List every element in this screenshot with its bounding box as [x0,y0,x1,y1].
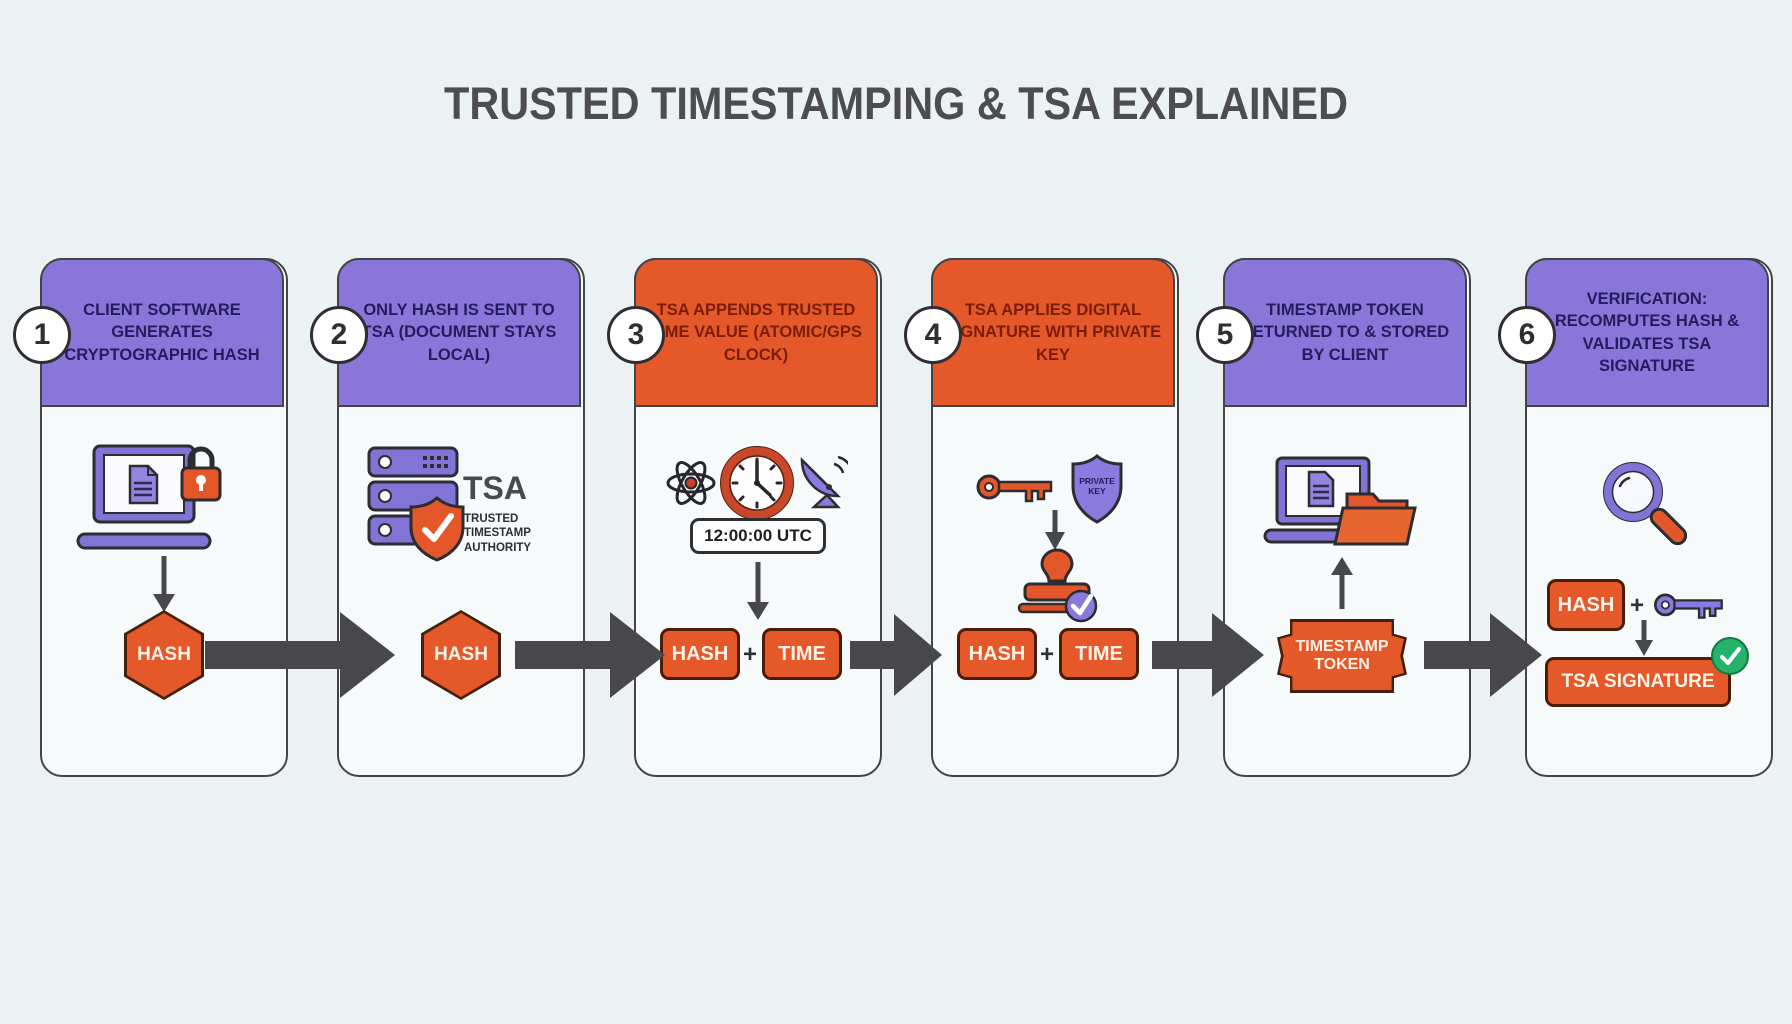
step-6-header-text: VERIFICATION: RECOMPUTES HASH & VALIDATE… [1554,290,1740,375]
tsa-full-label: TRUSTED TIMESTAMP AUTHORITY [464,513,532,554]
page-title: TRUSTED TIMESTAMPING & TSA EXPLAINED [444,78,1348,129]
hash-box: HASH [957,628,1037,680]
hash-box: HASH [660,628,740,680]
step-2-number-badge: 2 [310,306,368,364]
down-arrow-icon [152,556,176,617]
hash-label: HASH [968,642,1026,665]
step-3-number-badge: 3 [607,306,665,364]
step-4-number: 4 [924,318,942,351]
flow-arrow-3-4 [850,610,942,705]
timestamp-token-label: TIMESTAMP TOKEN [1295,637,1389,673]
flow-arrow-2-3 [515,610,665,705]
atom-icon [664,454,718,517]
tsa-acronym-label: TSA [463,470,527,506]
step-card-3: TSA APPENDS TRUSTED TIME VALUE (ATOMIC/G… [607,258,882,777]
time-label: TIME [778,642,826,665]
key-icon [975,464,1055,513]
step-3-header: TSA APPENDS TRUSTED TIME VALUE (ATOMIC/G… [634,258,878,407]
step-4-number-badge: 4 [904,306,962,364]
hash-label: HASH [434,644,488,665]
up-arrow-icon [1330,557,1354,614]
hash-hexagon: HASH [124,610,204,700]
private-key-shield-icon [1067,454,1127,531]
down-arrow-icon [1043,510,1067,555]
step-1-number-badge: 1 [13,306,71,364]
time-box: TIME [1059,628,1139,680]
step-card-1: CLIENT SOFTWARE GENERATES CRYPTOGRAPHIC … [13,258,288,777]
step-1-number: 1 [33,318,51,351]
step-5-number-badge: 5 [1196,306,1254,364]
step-1-header-text: CLIENT SOFTWARE GENERATES CRYPTOGRAPHIC … [64,301,260,364]
time-label: TIME [1075,642,1123,665]
flow-arrow-1-2 [205,610,395,705]
step-card-5: TIMESTAMP TOKEN RETURNED TO & STORED BY … [1196,258,1471,777]
step-4-header: TSA APPLIES DIGITAL SIGNATURE WITH PRIVA… [931,258,1175,407]
step-6-number: 6 [1518,318,1536,351]
tsa-signature-label: TSA SIGNATURE [1561,671,1715,692]
step-5-number: 5 [1216,318,1234,351]
green-check-icon [1711,637,1749,675]
step-card-4: TSA APPLIES DIGITAL SIGNATURE WITH PRIVA… [904,258,1179,777]
time-box: TIME [762,628,842,680]
laptop-document-lock-icon [72,442,232,565]
plus-sign: + [1629,592,1644,619]
plus-sign: + [742,641,757,668]
down-arrow-icon [1633,620,1655,661]
step-1-header: CLIENT SOFTWARE GENERATES CRYPTOGRAPHIC … [40,258,284,407]
step-6-header: VERIFICATION: RECOMPUTES HASH & VALIDATE… [1525,258,1769,407]
timestamp-token-ticket: TIMESTAMP TOKEN [1277,619,1407,693]
laptop-folder-icon [1263,456,1425,561]
tsa-signature-box: TSA SIGNATURE [1545,657,1731,707]
step-3-number: 3 [627,318,645,351]
utc-time-value: 12:00:00 UTC [704,526,812,545]
step-card-6: VERIFICATION: RECOMPUTES HASH & VALIDATE… [1498,258,1773,777]
flow-arrow-4-5 [1152,610,1264,705]
step-2-number: 2 [330,318,348,351]
step-2-header-text: ONLY HASH IS SENT TO TSA (DOCUMENT STAYS… [361,301,557,364]
private-key-label: PRIVATE KEY [1079,476,1115,497]
satellite-dish-icon [798,454,854,515]
step-5-header: TIMESTAMP TOKEN RETURNED TO & STORED BY … [1223,258,1467,407]
clock-icon [718,444,796,527]
hash-box: HASH [1547,579,1625,631]
hash-label: HASH [671,642,729,665]
step-5-header-text: TIMESTAMP TOKEN RETURNED TO & STORED BY … [1240,301,1450,364]
plus-sign: + [1039,641,1054,668]
step-3-header-text: TSA APPENDS TRUSTED TIME VALUE (ATOMIC/G… [650,301,862,364]
stamp-check-icon [1011,546,1103,633]
hash-label: HASH [137,644,191,665]
step-6-number-badge: 6 [1498,306,1556,364]
step-2-header: ONLY HASH IS SENT TO TSA (DOCUMENT STAYS… [337,258,581,407]
key-icon [1651,584,1727,629]
flow-arrow-5-6 [1424,610,1542,705]
step-4-header-text: TSA APPLIES DIGITAL SIGNATURE WITH PRIVA… [944,301,1162,364]
down-arrow-icon [746,562,770,625]
hash-label: HASH [1557,593,1615,616]
hash-hexagon: HASH [421,610,501,700]
magnifier-icon [1593,458,1688,559]
server-stack-shield-icon [367,446,467,569]
step-card-2: ONLY HASH IS SENT TO TSA (DOCUMENT STAYS… [310,258,585,777]
utc-time-box: 12:00:00 UTC [690,518,826,554]
